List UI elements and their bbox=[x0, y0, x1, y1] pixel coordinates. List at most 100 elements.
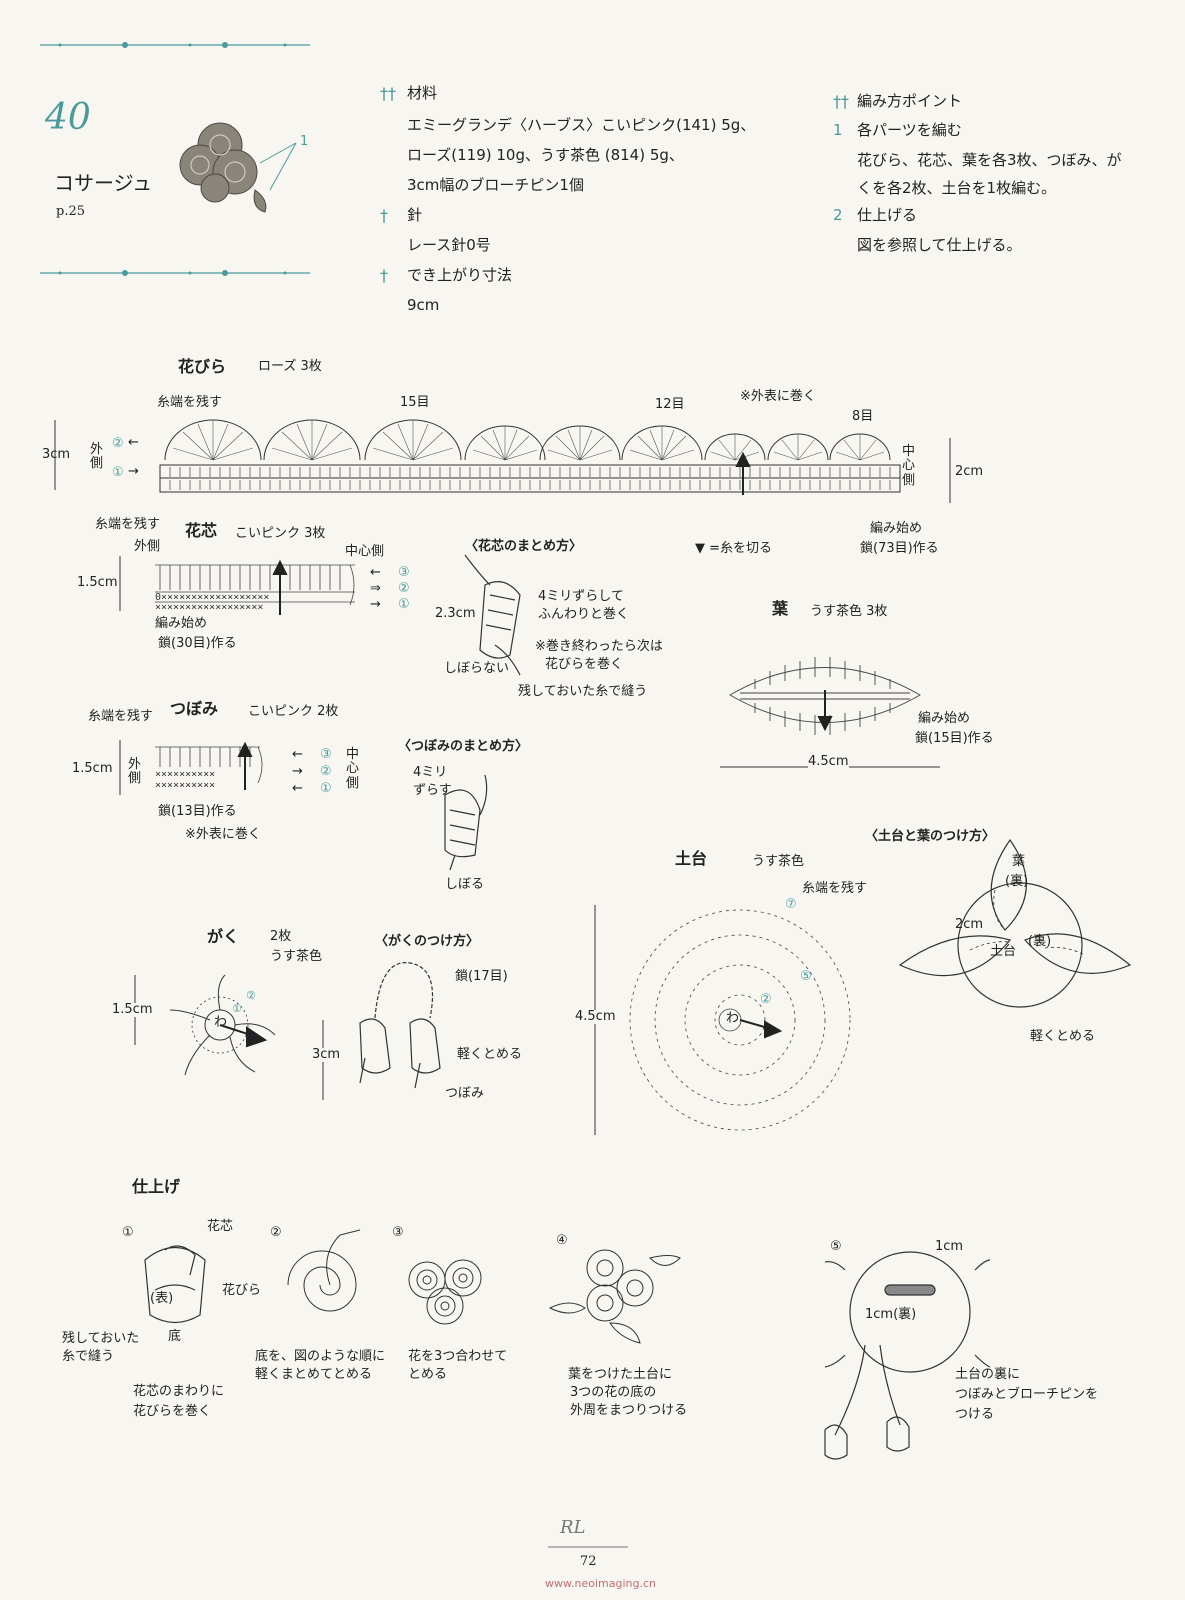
stamen-how-title: 〈花芯のまとめ方〉 bbox=[465, 539, 583, 554]
stamen-how-no-gather: しぼらない bbox=[444, 661, 510, 676]
bud-leave-end: 糸端を残す bbox=[88, 709, 154, 724]
petal-row-2: ② bbox=[112, 436, 124, 451]
bud-center: 中心側 bbox=[346, 747, 360, 791]
step1-line2: くを各2枚、土台を1枚編む。 bbox=[857, 179, 1057, 197]
svg-text:××××××××××: ×××××××××× bbox=[155, 780, 215, 791]
calyx-how-chain: 鎖(17目) bbox=[455, 969, 508, 984]
base-ring: わ bbox=[726, 1011, 740, 1026]
step1-line1: 花びら、花芯、葉を各3枚、つぼみ、が bbox=[857, 151, 1122, 169]
petal-st8: 8目 bbox=[852, 409, 874, 424]
finish-s3-line1: 花を3つ合わせて bbox=[408, 1349, 508, 1364]
bud-start: 鎖(13目)作る bbox=[158, 804, 237, 819]
petal-h2: 2cm bbox=[955, 464, 984, 479]
petal-leave-end: 糸端を残す bbox=[157, 395, 223, 410]
calyx-how-title: 〈がくのつけ方〉 bbox=[375, 934, 480, 949]
petal-center: 中心側 bbox=[902, 444, 916, 488]
stamen-start2: 鎖(30目)作る bbox=[158, 636, 237, 651]
finish-s5-num: ⑤ bbox=[830, 1239, 842, 1254]
finish-s2-line2: 軽くまとめてとめる bbox=[255, 1367, 373, 1382]
stamen-dim bbox=[119, 556, 121, 611]
calyx-row-2: ② bbox=[246, 989, 256, 1002]
finish-s4-line1: 葉をつけた土台に bbox=[568, 1367, 673, 1382]
stamen-how-sew: 残しておいた糸で縫う bbox=[518, 684, 648, 699]
step1-number: 1 bbox=[833, 121, 843, 139]
petal-h3: 3cm bbox=[42, 447, 71, 462]
ornament-top bbox=[40, 42, 310, 48]
finish-s5-line3: つける bbox=[955, 1407, 995, 1422]
bud-arrow: ← bbox=[292, 781, 303, 796]
photo-callout-label: 1 bbox=[300, 134, 309, 149]
stamen-row-3: ③ bbox=[398, 565, 410, 580]
svg-text:××××××××××××××××××: ×××××××××××××××××× bbox=[155, 602, 263, 613]
corsage-photo bbox=[179, 122, 267, 213]
materials-yarn-3: 3cm幅のブローチピン1個 bbox=[407, 176, 584, 194]
bud-row-2: ② bbox=[320, 764, 332, 779]
petal-st15: 15目 bbox=[400, 395, 430, 410]
petal-arrows: ← bbox=[128, 435, 139, 450]
finish-s3-line2: とめる bbox=[408, 1367, 448, 1382]
needle-icon: † bbox=[380, 266, 388, 285]
base-d: 4.5cm bbox=[575, 1009, 616, 1025]
step1-title: 各パーツを編む bbox=[857, 121, 962, 139]
petal-dim-3cm bbox=[54, 420, 56, 490]
finish-s2-num: ② bbox=[270, 1225, 282, 1240]
materials-yarn-2: ローズ(119) 10g、うす茶色 (814) 5g、 bbox=[407, 146, 684, 164]
finish-s1-num: ① bbox=[122, 1225, 134, 1240]
finish-s1-wrap1: 花芯のまわりに bbox=[133, 1384, 225, 1399]
bud-how-title: 〈つぼみのまとめ方〉 bbox=[398, 739, 529, 754]
stamen-outer: 外側 bbox=[134, 539, 161, 554]
leaf-start2: 鎖(15目)作る bbox=[915, 731, 994, 746]
stamen-how-shift2: ふんわりと巻く bbox=[538, 607, 630, 622]
base-row-7: ⑦ bbox=[785, 897, 797, 912]
size-value: 9cm bbox=[407, 296, 440, 314]
leaf-chart bbox=[729, 657, 921, 735]
page-number: 72 bbox=[580, 1554, 597, 1569]
finish-s4-num: ④ bbox=[556, 1233, 568, 1248]
petal-row-1: ① bbox=[112, 465, 124, 480]
base-leave-end: 糸端を残す bbox=[802, 881, 868, 896]
calyx-ring: わ bbox=[214, 1015, 228, 1030]
materials-heading: 材料 bbox=[407, 84, 438, 102]
svg-text:0××××××××××××××××××: 0×××××××××××××××××× bbox=[155, 592, 269, 603]
finish-s1-petal: 花びら bbox=[222, 1283, 262, 1298]
bud-h: 1.5cm bbox=[72, 761, 113, 776]
finish-s4-drawing bbox=[548, 1249, 681, 1344]
finish-title: 仕上げ bbox=[132, 1177, 181, 1196]
stamen-how-shift1: 4ミリずらして bbox=[538, 589, 624, 604]
base-leaf-tack: 軽くとめる bbox=[1030, 1029, 1096, 1044]
petal-dim-2cm bbox=[949, 438, 951, 503]
stamen-row-2: ② bbox=[398, 581, 410, 596]
base-leaf-base2: (裏) bbox=[1028, 934, 1052, 949]
pattern-title: コサージュ bbox=[54, 171, 153, 195]
finish-s5-line1: 土台の裏に bbox=[955, 1367, 1021, 1382]
base-leaf-d2: 2cm bbox=[955, 917, 984, 932]
bud-title: つぼみ bbox=[170, 699, 219, 718]
calyx-count: 2枚 bbox=[270, 929, 292, 944]
finish-s5-line2: つぼみとブローチピンを bbox=[955, 1387, 1099, 1402]
stamen-center: 中心側 bbox=[345, 544, 385, 559]
step2-number: 2 bbox=[833, 206, 843, 224]
stamen-leave-end: 糸端を残す bbox=[95, 517, 161, 532]
needle-icon: †† bbox=[833, 92, 849, 111]
needle-heading: 針 bbox=[407, 206, 423, 224]
finish-s1-wrap2: 花びらを巻く bbox=[133, 1404, 212, 1419]
calyx-chart bbox=[169, 974, 276, 1076]
leaf-start1: 編み始め bbox=[918, 711, 971, 726]
bud-arrow: → bbox=[292, 764, 303, 779]
finish-s3-num: ③ bbox=[392, 1225, 404, 1240]
materials-yarn-1: エミーグランデ〈ハーブス〉こいピンク(141) 5g、 bbox=[407, 116, 756, 134]
base-sub: うす茶色 bbox=[752, 854, 805, 869]
calyx-how-bud: つぼみ bbox=[445, 1086, 485, 1101]
bud-how-gather: しぼる bbox=[445, 877, 485, 892]
finish-s1-sew2: 糸で縫う bbox=[62, 1349, 115, 1364]
svg-text:××××××××××: ×××××××××× bbox=[155, 769, 215, 780]
petal-st12: 12目 bbox=[655, 397, 685, 412]
petal-chart bbox=[159, 419, 901, 495]
stamen-chart: 0×××××××××××××××××× ×××××××××××××××××× bbox=[155, 559, 355, 615]
base-row-5: ⑤ bbox=[800, 969, 812, 984]
finish-s5-1cm: 1cm bbox=[935, 1239, 964, 1254]
stamen-arrow: ← bbox=[370, 565, 381, 580]
stamen-start1: 編み始め bbox=[155, 616, 208, 631]
finish-s1-sew1: 残しておいた bbox=[62, 1331, 140, 1346]
bud-row-1: ① bbox=[320, 781, 332, 796]
